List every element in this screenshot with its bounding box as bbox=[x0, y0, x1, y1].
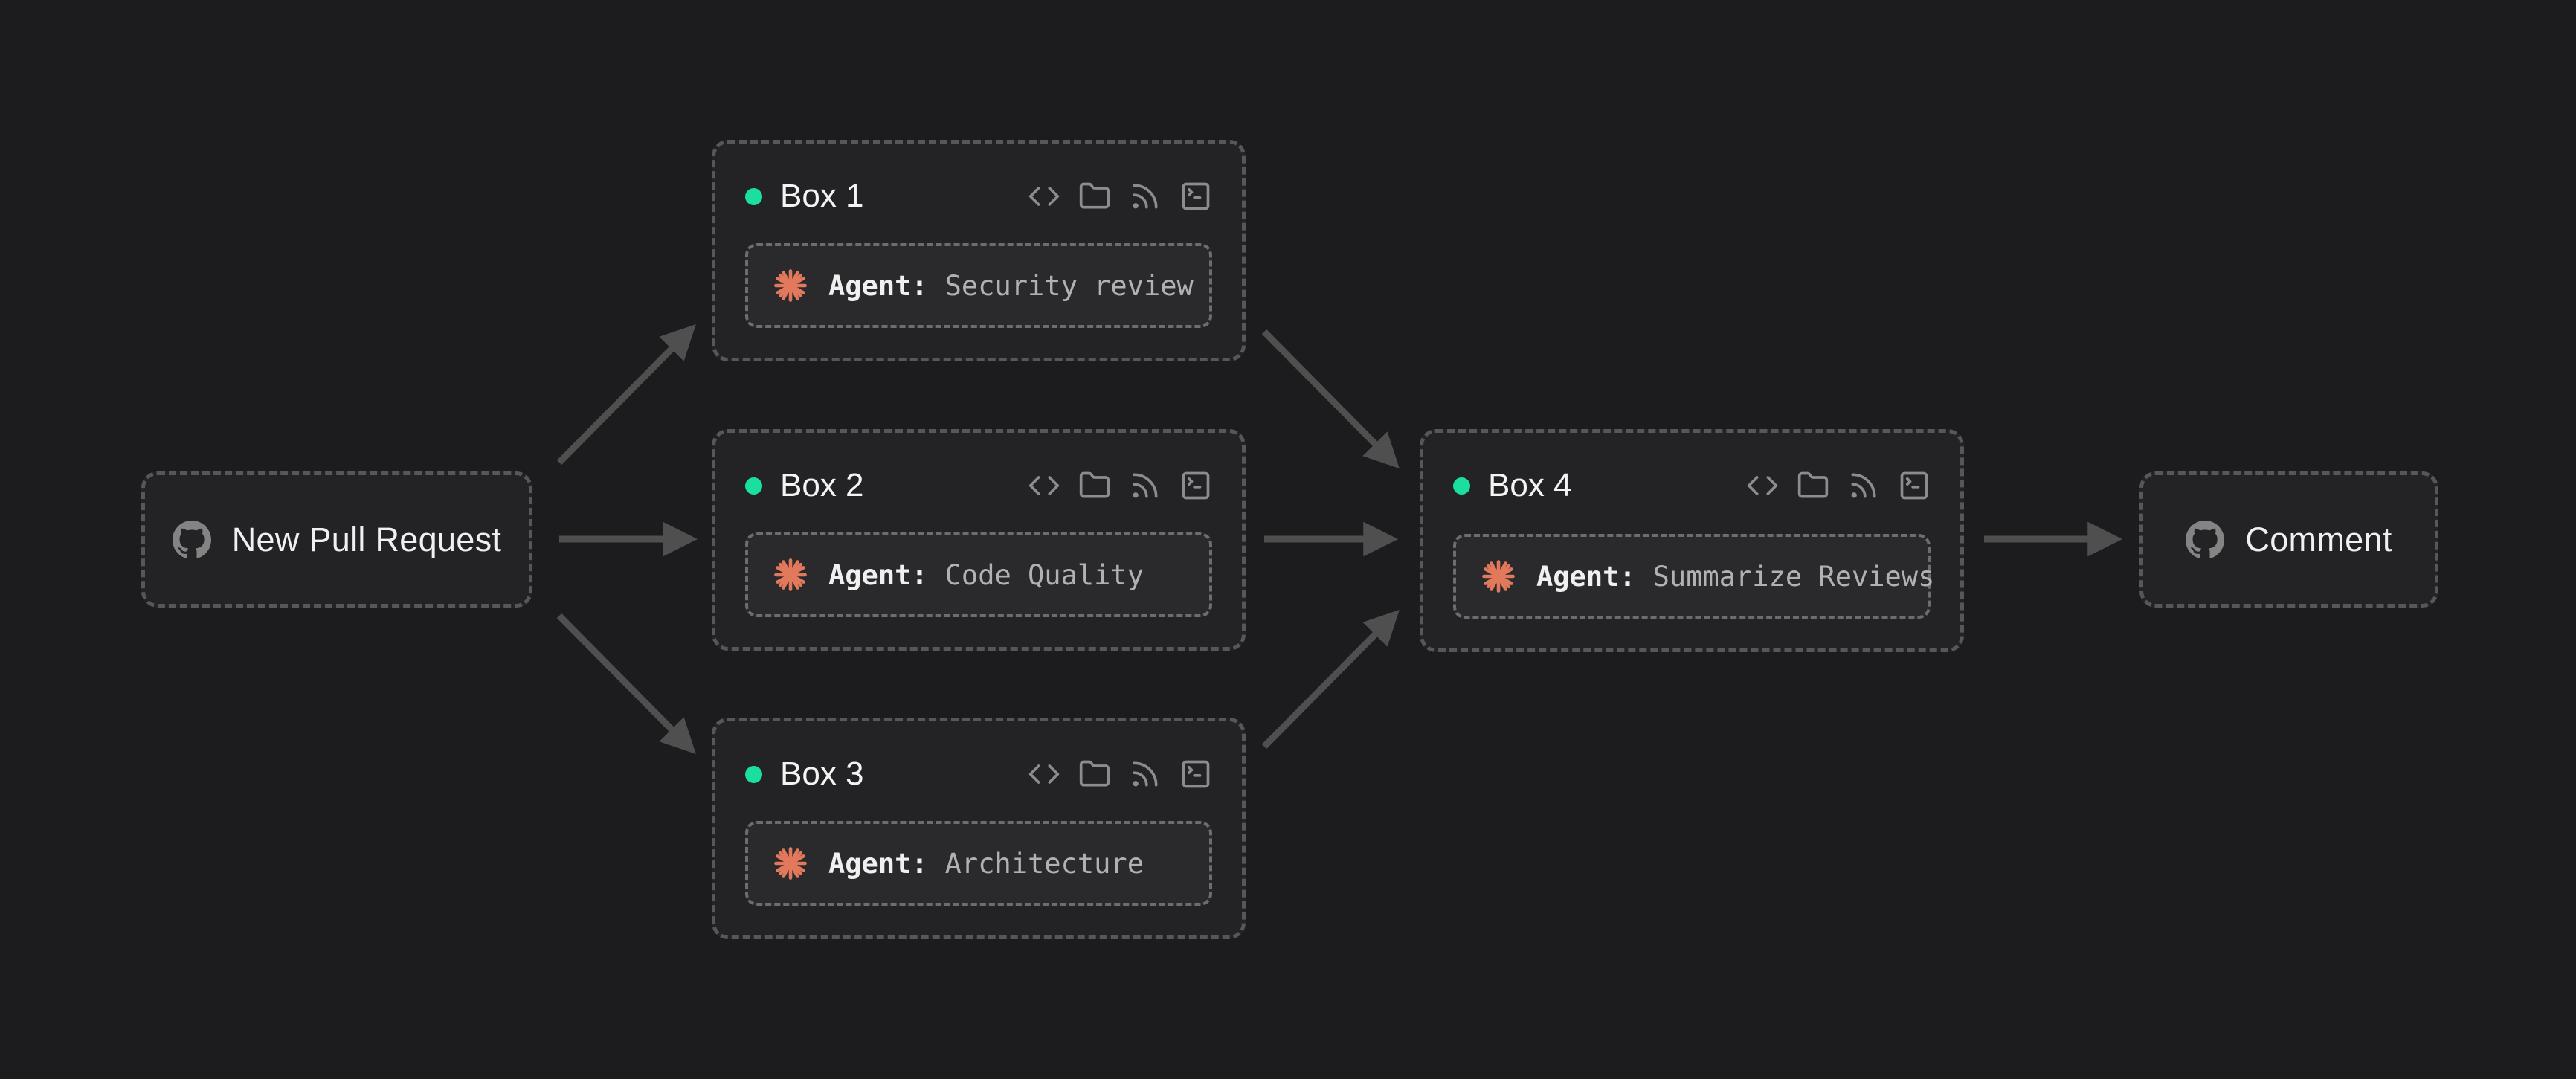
agent-label: Agent: bbox=[828, 558, 928, 591]
comment-node[interactable]: Comment bbox=[2139, 471, 2438, 608]
github-icon bbox=[172, 520, 211, 559]
node-label: New Pull Request bbox=[231, 520, 502, 558]
edge-pullrequest-box3-arrow bbox=[556, 613, 696, 754]
box-4-node[interactable]: Box 4 Agent: Summarize Reviews bbox=[1420, 429, 1964, 652]
github-icon bbox=[2186, 520, 2225, 559]
status-dot bbox=[745, 187, 762, 205]
code-icon[interactable] bbox=[1028, 180, 1060, 213]
box-title: Box 3 bbox=[780, 756, 864, 792]
rss-icon[interactable] bbox=[1129, 469, 1162, 502]
agent-value: Architecture bbox=[944, 847, 1144, 880]
agent-value: Summarize Reviews bbox=[1652, 560, 1935, 593]
box-toolbar bbox=[1028, 180, 1212, 213]
agent-label: Agent: bbox=[828, 269, 928, 302]
spark-icon bbox=[1481, 559, 1516, 593]
code-icon[interactable] bbox=[1028, 469, 1060, 502]
agent-label: Agent: bbox=[828, 847, 928, 880]
status-dot bbox=[745, 765, 762, 783]
terminal-icon[interactable] bbox=[1179, 758, 1212, 790]
box-header: Box 2 bbox=[745, 467, 1212, 504]
agent-value: Security review bbox=[944, 269, 1194, 302]
box-3-node[interactable]: Box 3 Agent: Architecture bbox=[712, 718, 1246, 939]
folder-icon[interactable] bbox=[1078, 469, 1111, 502]
agent-label: Agent: bbox=[1536, 560, 1636, 593]
code-icon[interactable] bbox=[1028, 758, 1060, 790]
box-title: Box 1 bbox=[780, 178, 864, 214]
box-title: Box 4 bbox=[1488, 467, 1572, 503]
terminal-icon[interactable] bbox=[1179, 469, 1212, 502]
new-pull-request-node[interactable]: New Pull Request bbox=[141, 471, 532, 608]
terminal-icon[interactable] bbox=[1898, 469, 1931, 502]
box-header: Box 1 bbox=[745, 178, 1212, 215]
agent-pill[interactable]: Agent: Summarize Reviews bbox=[1453, 534, 1934, 619]
agent-pill[interactable]: Agent: Architecture bbox=[745, 821, 1212, 906]
box-toolbar bbox=[1028, 469, 1212, 502]
folder-icon[interactable] bbox=[1078, 758, 1111, 790]
code-icon[interactable] bbox=[1746, 469, 1779, 502]
folder-icon[interactable] bbox=[1797, 469, 1829, 502]
box-header: Box 3 bbox=[745, 756, 1212, 793]
spark-icon bbox=[773, 558, 808, 592]
edge-box1-box4-arrow bbox=[1261, 329, 1400, 468]
terminal-icon[interactable] bbox=[1179, 180, 1212, 213]
rss-icon[interactable] bbox=[1129, 180, 1162, 213]
agent-pill[interactable]: Agent: Security review bbox=[745, 243, 1212, 328]
folder-icon[interactable] bbox=[1078, 180, 1111, 213]
rss-icon[interactable] bbox=[1129, 758, 1162, 790]
agent-pill[interactable]: Agent: Code Quality bbox=[745, 532, 1212, 617]
rss-icon[interactable] bbox=[1847, 469, 1880, 502]
edge-box3-box4-arrow bbox=[1261, 610, 1400, 750]
box-toolbar bbox=[1746, 469, 1931, 502]
box-title: Box 2 bbox=[780, 467, 864, 503]
box-1-node[interactable]: Box 1 Agent: Security review bbox=[712, 140, 1246, 361]
agent-value: Code Quality bbox=[944, 558, 1144, 591]
spark-icon bbox=[773, 268, 808, 303]
edge-pullrequest-box1-arrow bbox=[556, 324, 696, 466]
box-header: Box 4 bbox=[1453, 467, 1931, 504]
box-toolbar bbox=[1028, 758, 1212, 790]
spark-icon bbox=[773, 846, 808, 880]
status-dot bbox=[1453, 477, 1470, 495]
status-dot bbox=[745, 477, 762, 495]
node-label: Comment bbox=[2245, 520, 2392, 558]
box-2-node[interactable]: Box 2 Agent: Code Quality bbox=[712, 429, 1246, 651]
